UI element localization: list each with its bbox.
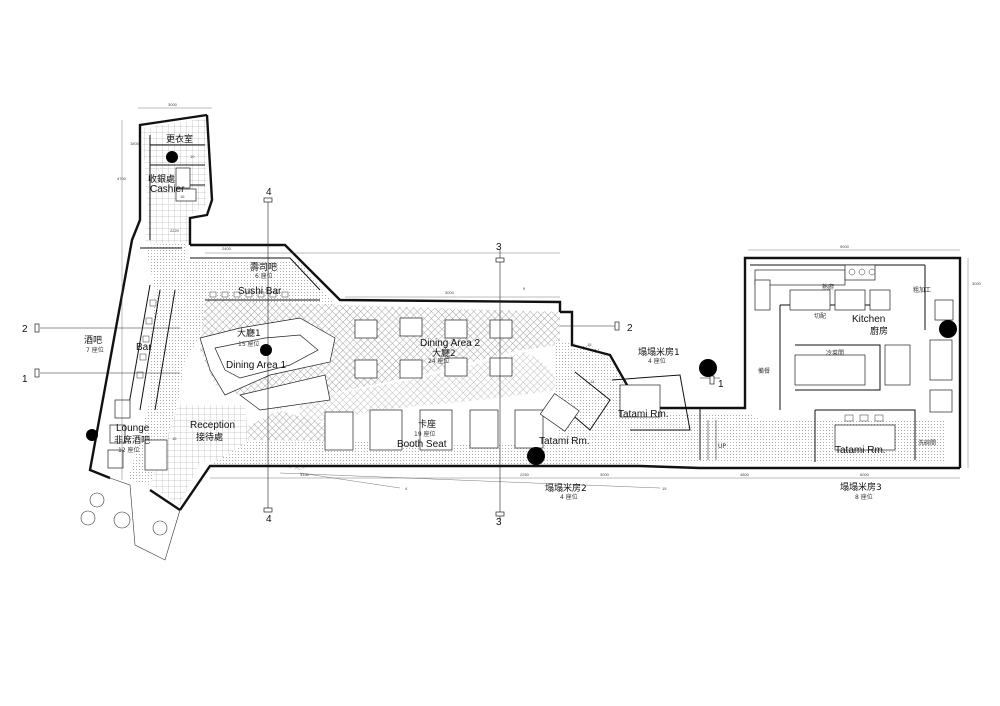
tatami2-seats: 4 座位 [560, 493, 578, 501]
kitchen-label-en: Kitchen [852, 314, 885, 325]
marker-dots [86, 151, 957, 465]
section-mark: 4 [266, 514, 272, 525]
dimension-text: 3000 [972, 281, 982, 286]
dimension-texts: 3000 1800 4700 2400 3000 9 15 14 15 4 15… [117, 102, 982, 491]
bar-label-en: Bar [136, 342, 152, 353]
tatami2-label-en: Tatami Rm. [539, 436, 590, 447]
lounge-label-en: Lounge [116, 423, 150, 434]
dimension-text: 15 [662, 486, 667, 491]
section-mark: 1 [22, 374, 28, 385]
tatami2-label-zh: 塌塌米房2 [545, 482, 587, 494]
lounge-seats: 12 座位 [118, 446, 140, 454]
cashier-label-zh: 收銀處 [148, 173, 175, 185]
dimension-text: 1800 [130, 141, 140, 146]
dimension-text: 2250 [520, 472, 530, 477]
marker-dot [527, 447, 545, 465]
kitchen-label-zh: 廚房 [870, 325, 888, 337]
sushi-bar-label-en: Sushi Bar [238, 286, 282, 297]
marker-dot [166, 151, 178, 163]
booth-label-en: Booth Seat [397, 439, 447, 450]
marker-dot [699, 359, 717, 377]
dining1-label-zh: 大廳1 [237, 327, 261, 339]
dining2-label-en: Dining Area 2 [420, 338, 480, 349]
cashier-label-en: Cashier [150, 184, 185, 195]
reception-label-zh: 接待處 [196, 431, 223, 443]
dimension-text: 15 [587, 342, 592, 347]
section-mark: 3 [496, 242, 502, 253]
tatami1-label-zh: 塌塌米房1 [638, 346, 680, 358]
dimension-text: 4800 [740, 472, 750, 477]
section-marks: 1 1 2 2 3 3 4 4 [22, 187, 724, 528]
dishwash-label: 洗碗間 [918, 439, 936, 447]
dimension-text: 3000 [168, 102, 178, 107]
tatami1-seats: 4 座位 [648, 357, 666, 365]
dimension-text: 3000 [600, 472, 610, 477]
dimension-text: 3000 [445, 290, 455, 295]
bar-label-zh: 酒吧 [84, 335, 102, 346]
dimension-text: 2400 [222, 246, 232, 251]
serving-label: 備餐 [758, 367, 770, 375]
booth-seats: 19 座位 [414, 430, 436, 438]
room-labels: 更衣室 收銀處 Cashier 壽司吧 6 座位 Sushi Bar 酒吧 7 … [84, 133, 936, 501]
tatami3-seats: 8 座位 [855, 493, 873, 501]
reception-label-en: Reception [190, 420, 235, 431]
dimension-text: 9000 [840, 244, 850, 249]
up-label: UP [718, 443, 726, 450]
section-mark: 2 [627, 323, 633, 334]
fitting-room-label-zh: 更衣室 [166, 133, 193, 145]
cold-room-label: 冷菜間 [826, 349, 844, 357]
dining2-label-zh: 大廳2 [432, 347, 456, 359]
dimension-text: 6000 [860, 472, 870, 477]
section-mark: 3 [496, 517, 502, 528]
section-mark: 1 [718, 379, 724, 390]
prep-label: 粗加工 [913, 286, 931, 294]
marker-dot [86, 429, 98, 441]
dining2-seats: 24 座位 [428, 357, 450, 365]
dimension-text: 4700 [117, 176, 127, 181]
furniture [80, 167, 954, 561]
marker-dot [939, 320, 957, 338]
section-mark: 4 [266, 187, 272, 198]
section-mark: 2 [22, 324, 28, 335]
tatami1-label-en: Tatami Rm. [618, 409, 669, 420]
marker-dot [260, 344, 272, 356]
dimension-text: 16 [180, 194, 185, 199]
dimension-text: 9 [523, 286, 526, 291]
sushi-bar-seats: 6 座位 [255, 272, 273, 280]
bar-seats: 7 座位 [86, 346, 104, 354]
hot-kitchen-label: 熱廚 [822, 283, 834, 291]
sushi-bar-label-zh: 壽司吧 [250, 261, 277, 273]
tatami3-label-zh: 塌塌米房3 [840, 481, 882, 493]
dimension-text: 10 [190, 154, 195, 159]
booth-label-zh: 卡座 [418, 418, 436, 430]
dimension-text: 4 [405, 486, 408, 491]
dimension-text: 14 [590, 379, 595, 384]
dining1-label-en: Dining Area 1 [226, 360, 286, 371]
lounge-label-zh: 非席酒吧 [114, 434, 150, 446]
tatami3-label-en: Tatami Rm. [835, 445, 886, 456]
dimension-lines [121, 107, 969, 489]
dimension-text: 15 [172, 436, 177, 441]
dining1-seats: 15 座位 [238, 340, 260, 348]
dimension-text: 2220 [170, 228, 180, 233]
dimension-text: 3150 [300, 472, 310, 477]
cutting-label: 切配 [814, 313, 826, 320]
